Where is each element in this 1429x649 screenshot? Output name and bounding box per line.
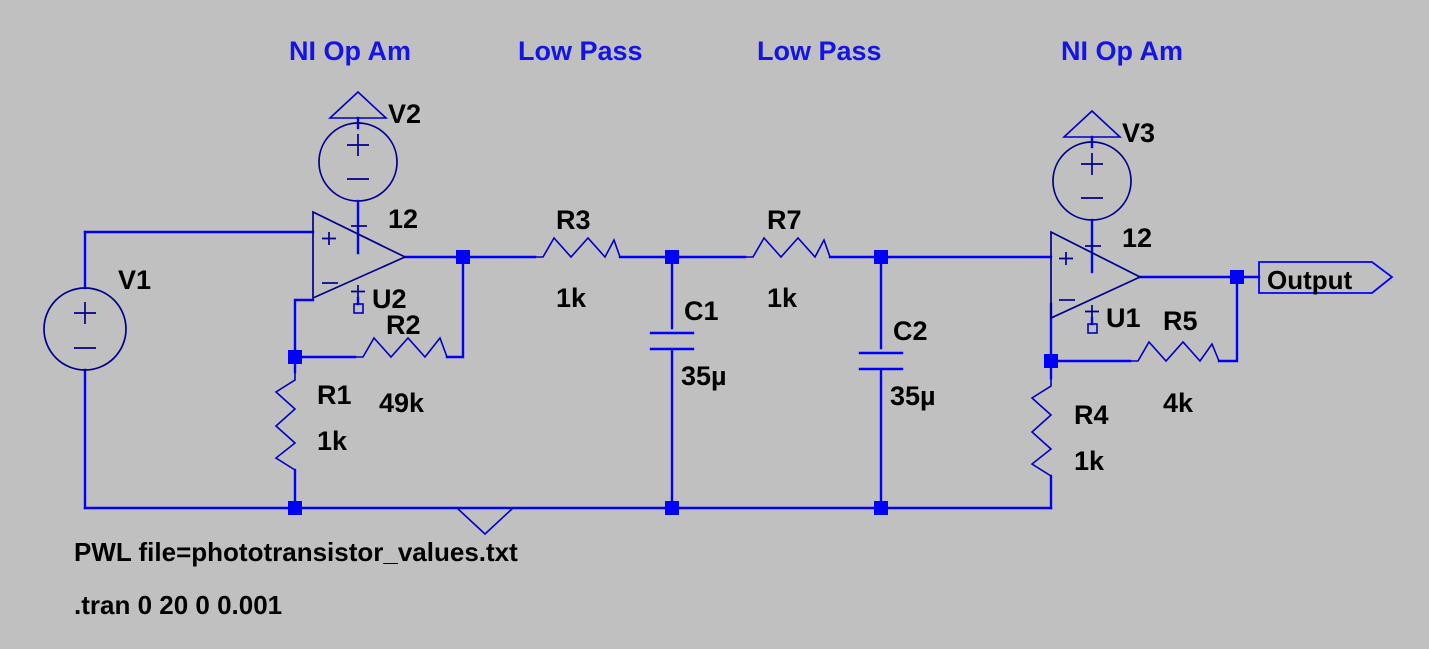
spice-directives[interactable]: PWL file=phototransistor_values.txt .tra…	[74, 537, 518, 620]
junction-u2-inv	[288, 350, 302, 364]
stage-label-2: Low Pass	[518, 36, 643, 66]
u2-vpos-rail-icon	[351, 285, 365, 298]
label-v3-value: 12	[1122, 223, 1152, 253]
opamp-u2[interactable]	[312, 210, 408, 314]
junction-u2-out	[456, 250, 470, 264]
voltage-source-v1[interactable]	[43, 287, 127, 371]
resistor-r2[interactable]	[355, 336, 448, 359]
u1-triangle-body	[1050, 230, 1142, 320]
junction-c1-node	[665, 250, 679, 264]
label-u2-ref: U2	[372, 284, 407, 314]
v1-body-circle	[43, 287, 127, 371]
label-r5-value: 4k	[1163, 388, 1194, 418]
label-v3-ref: V3	[1122, 118, 1155, 148]
r4-zigzag-body	[1030, 378, 1053, 477]
stage-label-4: NI Op Am	[1061, 36, 1183, 66]
label-r4-ref: R4	[1074, 400, 1109, 430]
label-r4-value: 1k	[1074, 446, 1105, 476]
label-r3-value: 1k	[556, 283, 587, 313]
r1-zigzag-body	[274, 372, 297, 471]
label-v2-ref: V2	[388, 99, 421, 129]
output-flag-outline	[1258, 261, 1394, 294]
label-r7-value: 1k	[767, 283, 798, 313]
v3-supply-flag-icon	[1061, 109, 1123, 138]
junction-c2-node	[874, 250, 888, 264]
wire-r5-to-u1out	[1217, 275, 1239, 363]
label-v2-value: 12	[388, 204, 418, 234]
ground-triangle-icon	[456, 507, 514, 536]
label-c1-value: 35µ	[681, 361, 727, 391]
label-r3-ref: R3	[556, 205, 591, 235]
label-r7-ref: R7	[767, 205, 802, 235]
spice-directive-tran[interactable]: .tran 0 20 0 0.001	[74, 590, 282, 620]
voltage-source-v3[interactable]	[1052, 109, 1132, 274]
label-r2-ref: R2	[386, 310, 421, 340]
u1-vpos-rail-icon	[1085, 305, 1099, 318]
resistor-r1[interactable]	[274, 372, 297, 471]
output-net-flag[interactable]	[1258, 261, 1394, 294]
r5-zigzag-body	[1130, 340, 1220, 363]
wire-u2-inv-node	[293, 298, 315, 359]
junction-gnd-c1	[665, 501, 679, 515]
r7-zigzag-body	[745, 236, 831, 259]
v2-plus-icon	[347, 134, 369, 156]
capacitor-c2[interactable]	[858, 351, 904, 371]
junction-u1-out	[1230, 270, 1244, 284]
voltage-source-v2[interactable]	[318, 90, 398, 255]
section-labels: NI Op Am Low Pass Low Pass NI Op Am	[289, 36, 1183, 66]
label-c2-ref: C2	[893, 316, 928, 346]
output-flag-label: Output	[1267, 265, 1353, 295]
label-c2-value: 35µ	[890, 381, 936, 411]
label-c1-ref: C1	[684, 296, 719, 326]
junction-u1-inv	[1044, 354, 1058, 368]
resistor-r3[interactable]	[535, 236, 621, 259]
r3-zigzag-body	[535, 236, 621, 259]
label-r1-ref: R1	[317, 380, 352, 410]
stage-label-3: Low Pass	[757, 36, 882, 66]
r2-zigzag-body	[355, 336, 448, 359]
u2-vpos-pin-square	[353, 303, 364, 314]
u2-noninv-plus-icon	[322, 232, 336, 245]
u1-noninv-plus-icon	[1059, 252, 1073, 265]
v2-supply-flag-icon	[327, 90, 389, 119]
spice-directive-pwl[interactable]: PWL file=phototransistor_values.txt	[74, 537, 518, 567]
label-r1-value: 1k	[317, 426, 348, 456]
stage-label-1: NI Op Am	[289, 36, 411, 66]
wire-r2-to-u2-out	[445, 255, 465, 359]
component-labels: V1 V2 12 V3 12 U2 U1 R1 1k R2 49k R3 1k …	[118, 99, 1198, 476]
resistor-r7[interactable]	[745, 236, 831, 259]
ground-symbol[interactable]	[456, 507, 514, 536]
label-r5-ref: R5	[1163, 306, 1198, 336]
u1-vpos-pin-square	[1087, 323, 1098, 334]
label-r2-value: 49k	[379, 388, 425, 418]
capacitor-c1[interactable]	[649, 331, 695, 351]
u2-triangle-body	[312, 210, 408, 300]
label-u1-ref: U1	[1106, 303, 1141, 333]
resistor-r5[interactable]	[1130, 340, 1220, 363]
opamp-u1[interactable]	[1050, 230, 1142, 334]
v1-plus-icon	[74, 302, 96, 324]
label-v1-ref: V1	[118, 265, 151, 295]
resistor-r4[interactable]	[1030, 378, 1053, 477]
junction-gnd-left	[288, 501, 302, 515]
junction-dots	[288, 250, 1244, 515]
junction-gnd-c2	[874, 501, 888, 515]
v3-plus-icon	[1081, 153, 1103, 175]
